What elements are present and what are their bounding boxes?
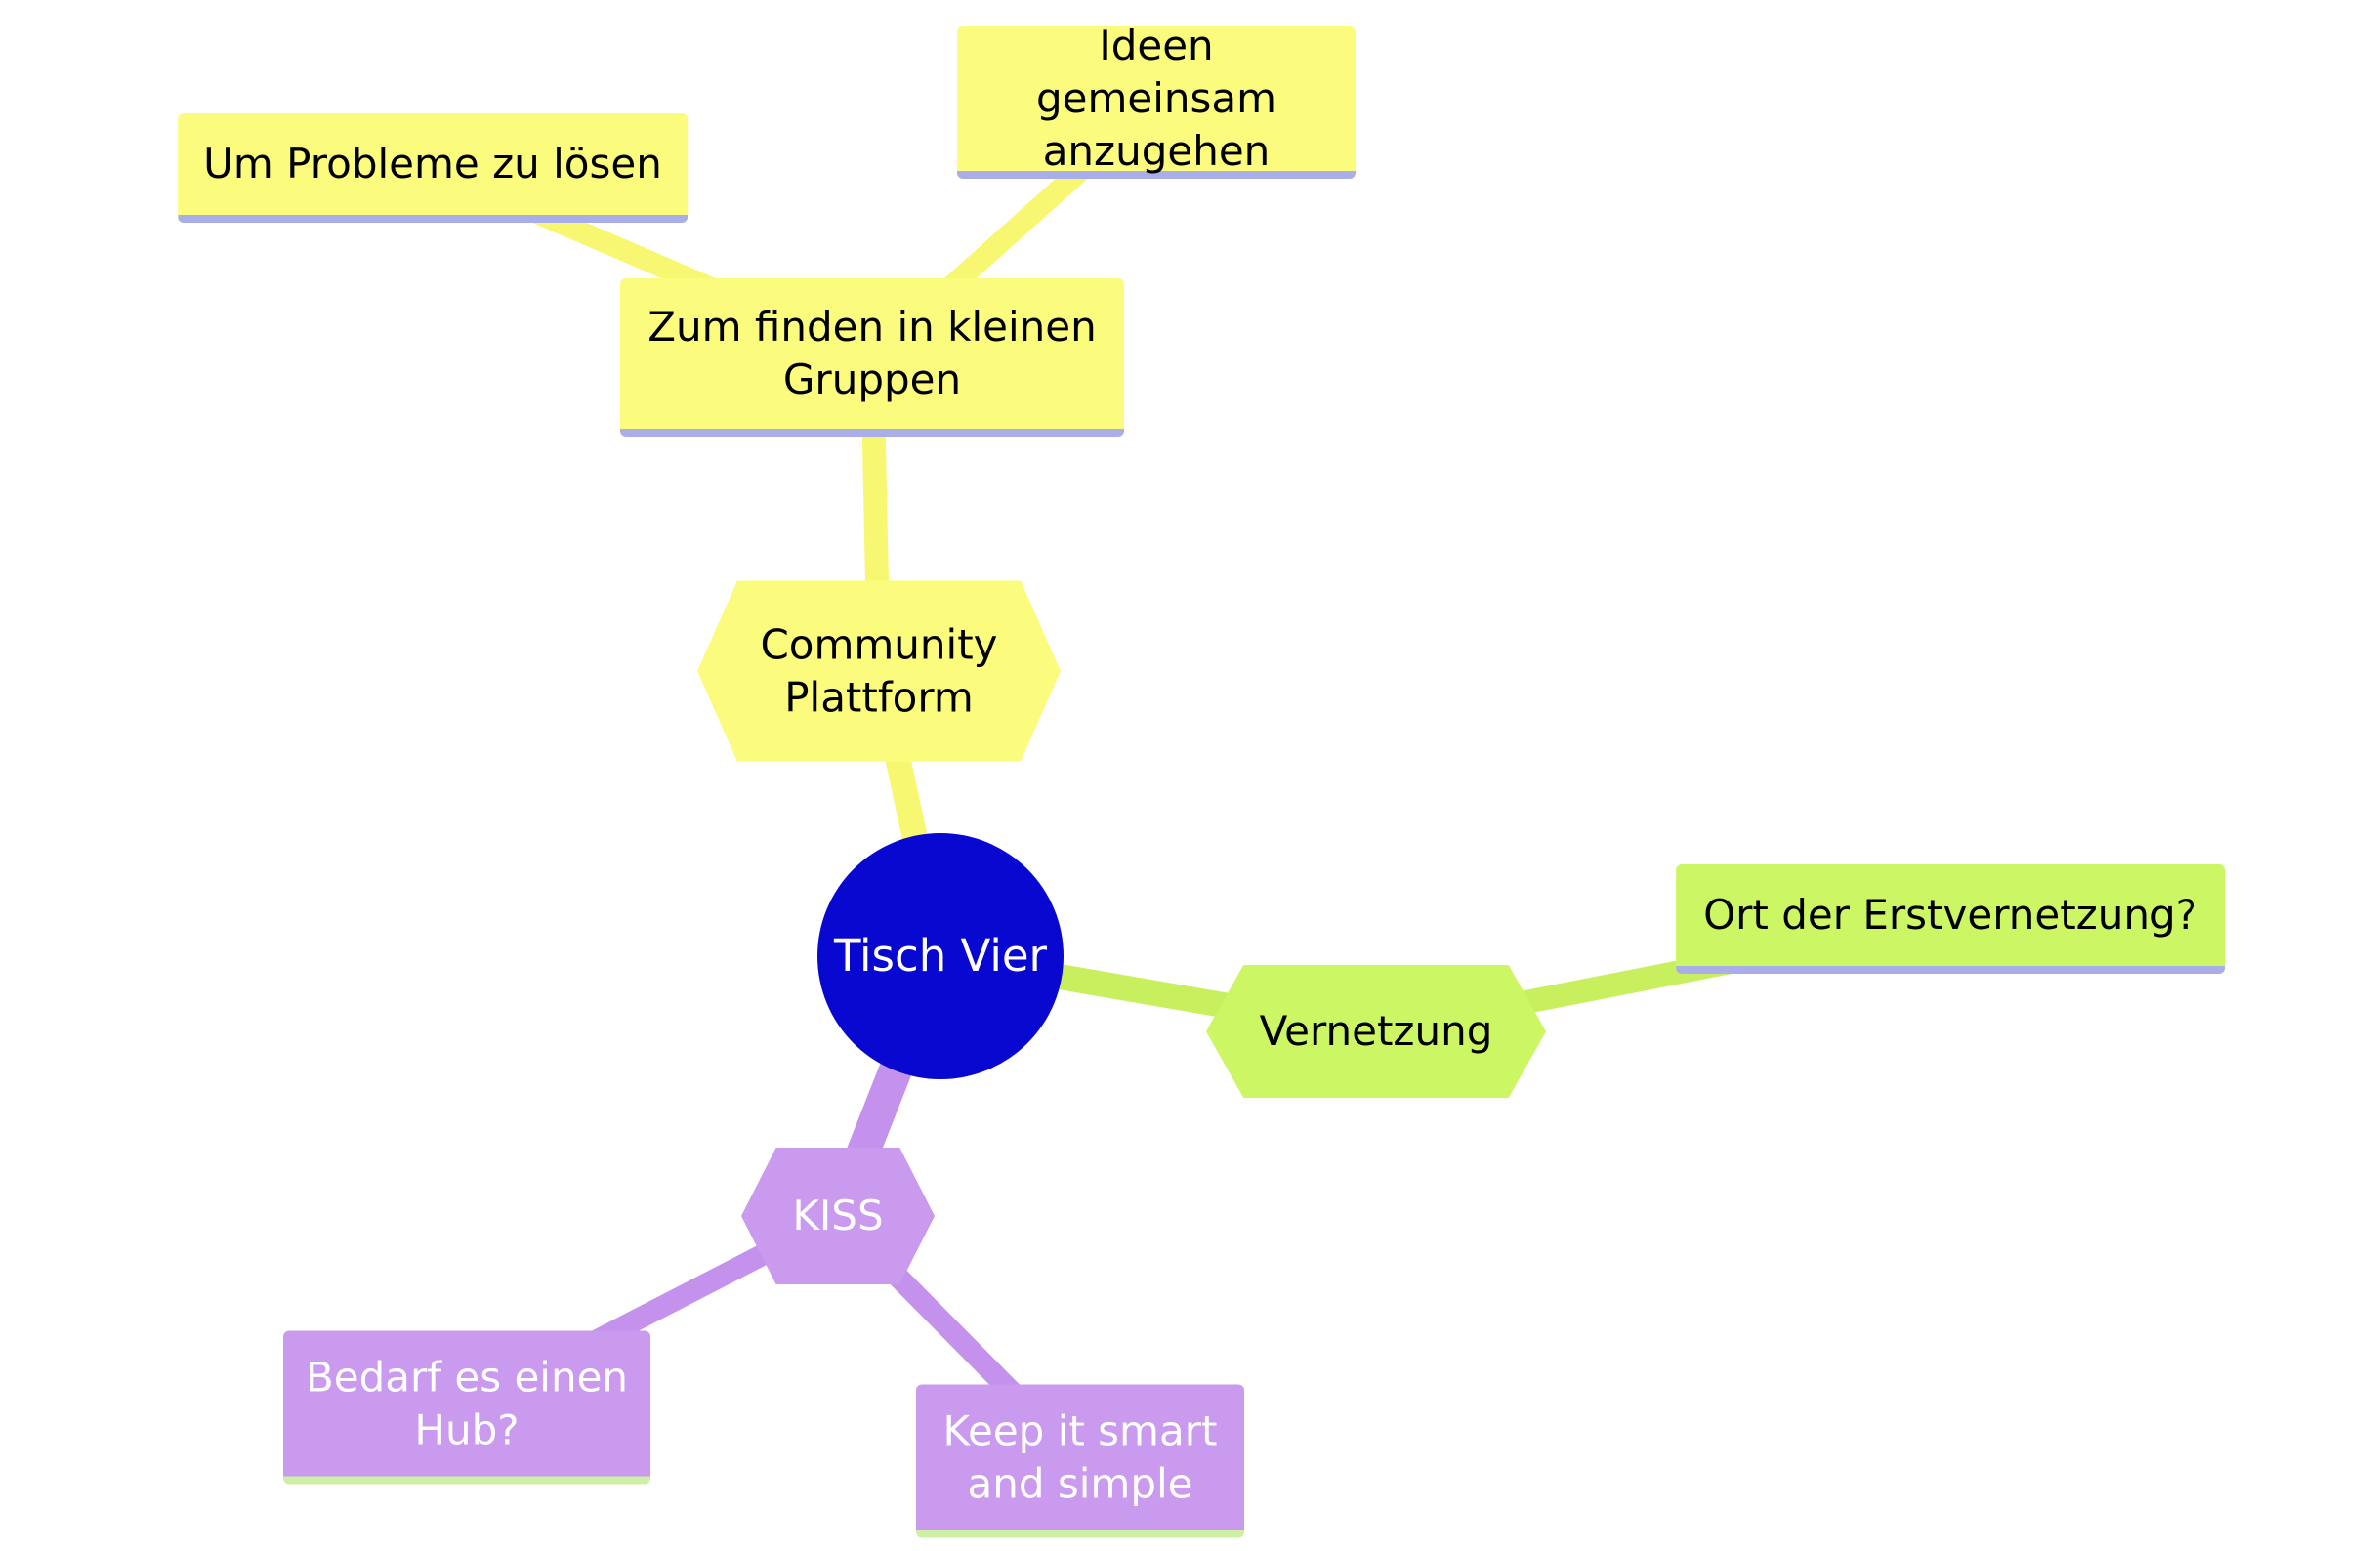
node-bedarf-hub[interactable]: Bedarf es einen Hub? xyxy=(283,1330,650,1485)
node-ideen-gemeinsam-label: Ideen gemeinsam anzugehen xyxy=(1035,21,1277,175)
node-ideen-gemeinsam[interactable]: Ideen gemeinsam anzugehen xyxy=(957,21,1356,179)
node-bedarf-hub-label: Bedarf es einen Hub? xyxy=(305,1353,629,1453)
node-keep-it-smart[interactable]: Keep it smart and simple xyxy=(916,1384,1244,1538)
node-tisch-vier[interactable]: Tisch Vier xyxy=(817,833,1064,1079)
node-community-plattform-label: Community Plattform xyxy=(760,620,998,721)
node-kiss-label: KISS xyxy=(792,1192,884,1240)
node-keep-it-smart-label: Keep it smart and simple xyxy=(942,1406,1218,1507)
node-zum-finden[interactable]: Zum finden in kleinen Gruppen xyxy=(620,278,1124,437)
node-um-probleme-label: Um Probleme zu lösen xyxy=(203,140,662,189)
node-zum-finden-label: Zum finden in kleinen Gruppen xyxy=(647,303,1097,403)
node-vernetzung[interactable]: Vernetzung xyxy=(1206,965,1546,1098)
node-ort-der-erstvernetzung-label: Ort der Erstvernetzung? xyxy=(1703,891,2197,940)
node-kiss[interactable]: KISS xyxy=(741,1148,935,1284)
node-vernetzung-label: Vernetzung xyxy=(1259,1007,1493,1056)
node-um-probleme[interactable]: Um Probleme zu lösen xyxy=(178,113,688,223)
node-ort-der-erstvernetzung[interactable]: Ort der Erstvernetzung? xyxy=(1676,864,2225,974)
node-community-plattform[interactable]: Community Plattform xyxy=(697,580,1061,762)
node-tisch-vier-label: Tisch Vier xyxy=(833,930,1048,983)
